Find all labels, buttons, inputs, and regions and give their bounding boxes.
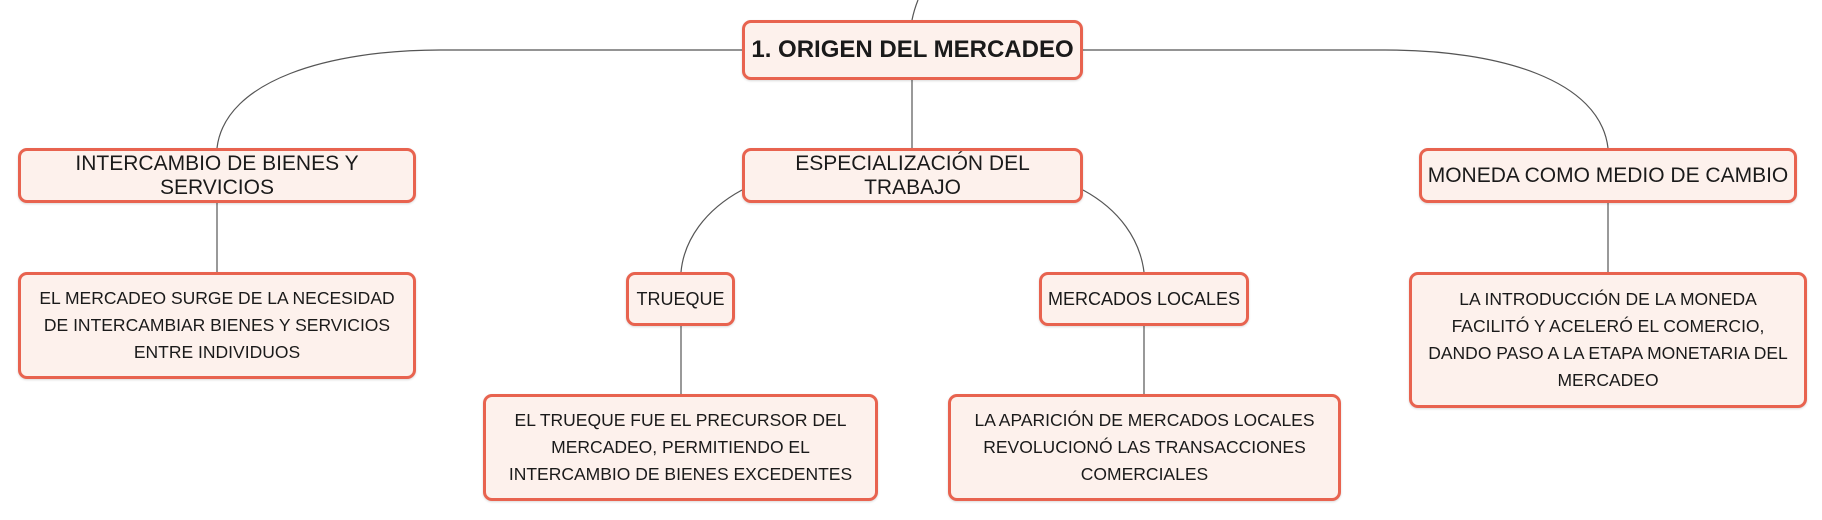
branch-node-label: INTERCAMBIO DE BIENES Y SERVICIOS [75, 151, 359, 199]
connector-especializacion-trueque [680, 189, 743, 273]
branch-node-especializacion[interactable]: ESPECIALIZACIÓN DEL TRABAJO [742, 148, 1083, 203]
sub-node-mercados-locales[interactable]: MERCADOS LOCALES [1039, 272, 1249, 326]
connector-root-moneda [1083, 49, 1609, 149]
branch-node-intercambio[interactable]: INTERCAMBIO DE BIENES Y SERVICIOS [18, 148, 416, 203]
note-node-text: LA INTRODUCCIÓN DE LA MONEDA FACILITÓ Y … [1428, 289, 1788, 390]
note-node-mercados-locales[interactable]: LA APARICIÓN DE MERCADOS LOCALES REVOLUC… [948, 394, 1341, 501]
note-node-moneda[interactable]: LA INTRODUCCIÓN DE LA MONEDA FACILITÓ Y … [1409, 272, 1807, 408]
sub-node-label: TRUEQUE [636, 288, 725, 309]
root-node-label: 1. ORIGEN DEL MERCADEO [751, 36, 1074, 63]
connector-root-parent [911, 0, 919, 21]
connector-especializacion-mercados [1082, 189, 1145, 273]
sub-node-trueque[interactable]: TRUEQUE [626, 272, 735, 326]
branch-node-moneda[interactable]: MONEDA COMO MEDIO DE CAMBIO [1419, 148, 1797, 203]
note-node-intercambio[interactable]: EL MERCADEO SURGE DE LA NECESIDAD DE INT… [18, 272, 416, 379]
note-node-text: EL TRUEQUE FUE EL PRECURSOR DEL MERCADEO… [508, 410, 853, 484]
branch-node-label: ESPECIALIZACIÓN DEL TRABAJO [795, 151, 1030, 199]
note-node-text: LA APARICIÓN DE MERCADOS LOCALES REVOLUC… [974, 410, 1315, 484]
sub-node-label: MERCADOS LOCALES [1047, 288, 1241, 309]
root-node[interactable]: 1. ORIGEN DEL MERCADEO [742, 20, 1083, 80]
connector-root-intercambio [216, 49, 742, 149]
note-node-text: EL MERCADEO SURGE DE LA NECESIDAD DE INT… [39, 288, 395, 362]
note-node-trueque[interactable]: EL TRUEQUE FUE EL PRECURSOR DEL MERCADEO… [483, 394, 878, 501]
branch-node-label: MONEDA COMO MEDIO DE CAMBIO [1427, 163, 1789, 187]
